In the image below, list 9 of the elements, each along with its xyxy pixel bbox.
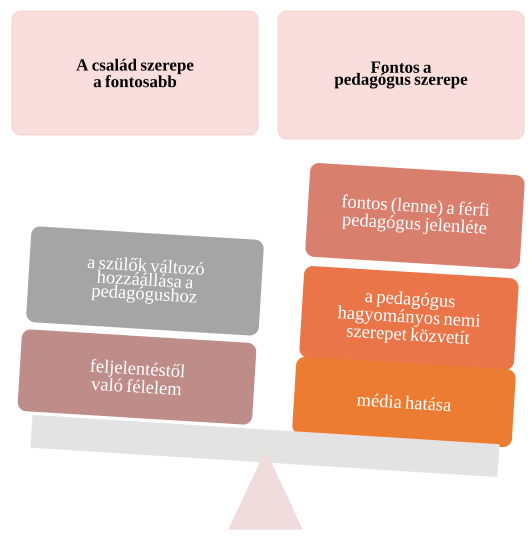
balance-beam [30, 414, 500, 478]
heading-box: Fontos a pedagógus szerepe [278, 10, 524, 140]
factor-box: fontos (lenne) a férfi pedagógus jelenléte [305, 163, 525, 269]
fulcrum-triangle [228, 450, 303, 530]
heading-box: A család szerepe a fontosabb [12, 10, 258, 136]
factor-box: a pedagógus hagyományos nemi szerepet közvetít [299, 266, 519, 370]
factor-box: feljelentéstől való félelem [18, 329, 256, 425]
factor-box: média hatása [292, 356, 516, 448]
factor-box: a szülők változó hozzáállása a pedagógushoz [26, 226, 264, 336]
